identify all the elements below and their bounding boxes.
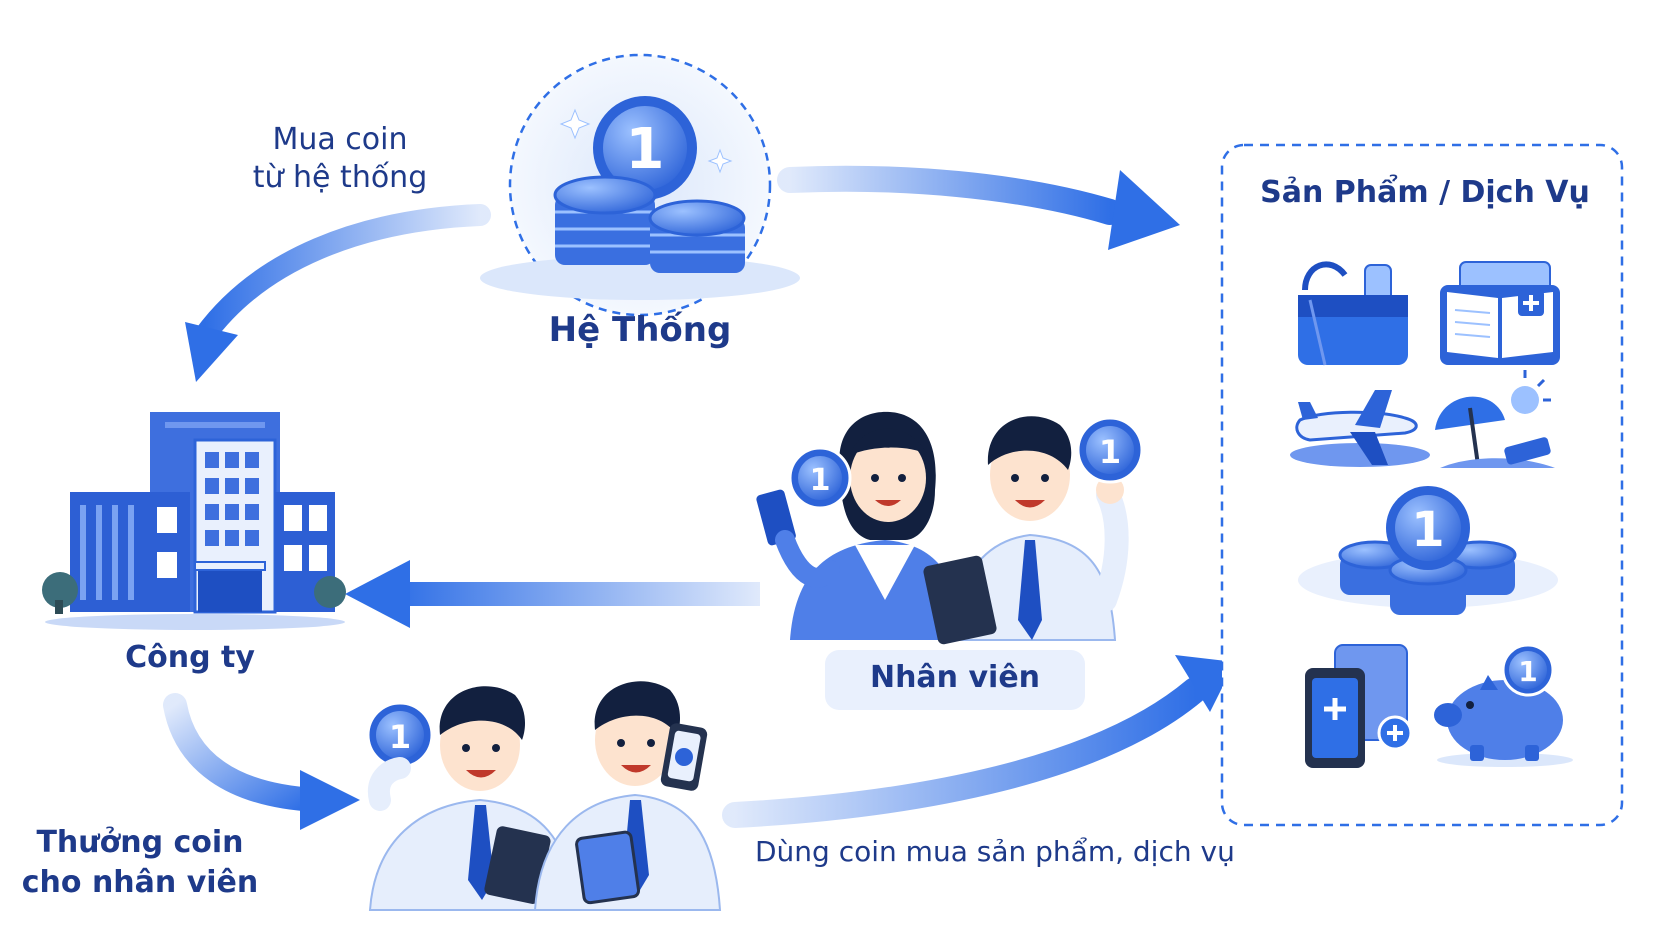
arrow-employees-to-company — [345, 560, 760, 628]
use-coin-label: Dùng coin mua sản phẩm, dịch vụ — [755, 835, 1235, 868]
coin-stack-icon: 1 — [553, 96, 746, 273]
svg-text:1: 1 — [389, 718, 411, 756]
building-icon — [42, 412, 346, 630]
products-title: Sản Phẩm / Dịch Vụ — [1260, 175, 1590, 210]
buy-coin-label-line1: Mua coin — [272, 122, 408, 157]
mobile-icon — [1305, 644, 1413, 768]
reward-coin-label-line1: Thưởng coin — [36, 825, 244, 860]
system-label: Hệ Thống — [548, 310, 732, 350]
buy-coin-label-line2: từ hệ thống — [252, 160, 428, 195]
employees-label-pill — [825, 650, 1085, 710]
svg-text:1: 1 — [1411, 502, 1444, 558]
coins-icon: 1 — [1298, 486, 1558, 615]
shopping-bag-icon — [1298, 261, 1408, 366]
piggy-bank-icon: 1 — [1434, 643, 1573, 767]
arrow-system-to-company — [185, 204, 491, 382]
arrow-company-to-employees — [163, 693, 360, 830]
company-label: Công ty — [125, 640, 255, 675]
reward-coin-label-line2: cho nhân viên — [21, 865, 259, 900]
beach-umbrella-icon — [1435, 370, 1555, 468]
arrow-employees-to-products — [722, 655, 1235, 828]
book-icon — [1440, 261, 1560, 365]
svg-text:1: 1 — [1518, 655, 1537, 688]
reward-employees-illustration: 1 — [366, 681, 722, 911]
employees-pair-illustration: 1 1 — [753, 411, 1144, 645]
employees-label: Nhân viên — [869, 660, 1041, 695]
svg-text:1: 1 — [626, 117, 665, 182]
arrow-system-to-products — [777, 165, 1180, 250]
svg-text:1: 1 — [810, 463, 831, 498]
svg-text:1: 1 — [1099, 433, 1121, 471]
system-node: 1 — [480, 53, 800, 317]
airplane-icon — [1290, 390, 1430, 467]
